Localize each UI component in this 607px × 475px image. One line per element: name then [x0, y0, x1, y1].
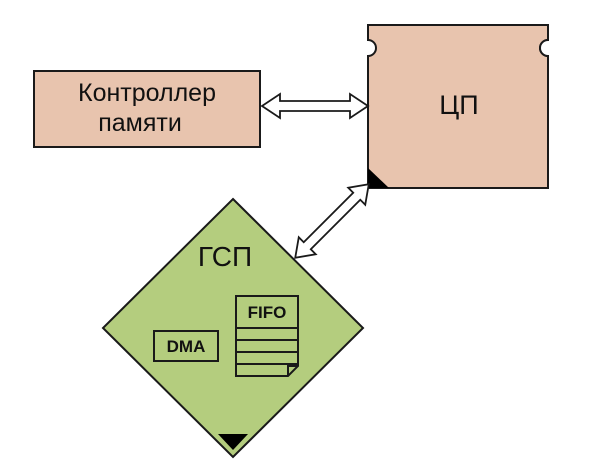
memory-controller-node: Контроллер памяти	[33, 70, 261, 148]
cpu-node: ЦП	[367, 24, 549, 189]
memory-controller-label-line1: Контроллер	[78, 79, 216, 107]
cpu-right-notch-top	[539, 39, 549, 57]
arrow-memory-cpu-shape	[260, 92, 370, 120]
memory-controller-label-line2: памяти	[98, 109, 182, 137]
arrow-cpu-gsp-shape	[294, 183, 370, 259]
fifo-label: FIFO	[248, 303, 287, 322]
cpu-label: ЦП	[439, 90, 478, 120]
memory-controller-box	[33, 70, 261, 148]
gsp-corner-marker	[218, 434, 248, 450]
cpu-corner-marker	[368, 168, 389, 188]
dma-block: DMA	[153, 330, 219, 362]
gsp-diamond	[101, 197, 365, 459]
fifo-folded-corner	[287, 365, 298, 376]
gsp-label: ГСП	[198, 241, 252, 272]
arrow-memory-cpu	[260, 92, 370, 120]
dma-label: DMA	[167, 337, 206, 356]
fifo-outline	[235, 295, 299, 377]
fifo-block: FIFO	[235, 295, 299, 377]
dma-box	[153, 330, 219, 362]
gsp-node: ГСП DMA FIFO	[101, 197, 365, 459]
arrow-cpu-gsp	[294, 183, 370, 259]
